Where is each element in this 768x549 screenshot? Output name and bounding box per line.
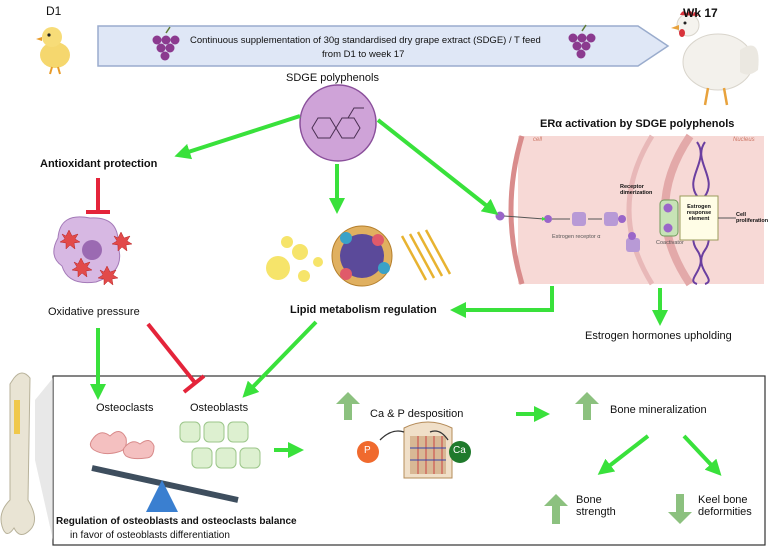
- up-arrow-strength: [544, 494, 568, 524]
- p-ion-icon: [357, 441, 379, 463]
- keel-label: Keel bone deformities: [698, 494, 752, 518]
- er-cell-panel: [495, 133, 764, 287]
- antioxidant-label: Antioxidant protection: [40, 158, 158, 170]
- coactivator-label: Coactivator: [656, 240, 684, 246]
- red-inhibition-marks: [86, 178, 206, 394]
- up-arrow-cap: [336, 392, 360, 420]
- banner-line-2: from D1 to week 17: [322, 49, 405, 60]
- osteoblasts-icon: [179, 421, 261, 469]
- strength-label: Bone strength: [576, 494, 616, 518]
- nucleus-label: Nucleus: [733, 137, 755, 143]
- balance-seesaw-icon: [91, 465, 239, 512]
- osteoblasts-label: Osteoblasts: [190, 402, 249, 414]
- down-arrow-keel: [668, 494, 692, 524]
- oxidative-cell-icon: [53, 216, 133, 286]
- start-label: D1: [46, 4, 62, 18]
- p-label: P: [364, 445, 371, 456]
- end-label: Wk 17: [683, 6, 718, 20]
- polyphenols-label: SDGE polyphenols: [286, 72, 379, 84]
- curved-arrow-right: [429, 430, 449, 441]
- er-title: ERα activation by SDGE polyphenols: [540, 118, 735, 130]
- lipid-droplets-icon: [266, 236, 323, 282]
- grapes-icon-left: [152, 26, 180, 61]
- lipid-label: Lipid metabolism regulation: [290, 304, 437, 316]
- mineralization-label: Bone mineralization: [610, 404, 707, 416]
- bone-zoom-wedge: [35, 378, 53, 540]
- up-arrow-mineralization: [575, 392, 599, 420]
- balance-title: Regulation of osteoblasts and osteoclast…: [56, 516, 297, 527]
- hen-icon: [671, 11, 759, 106]
- bone-section-icon: [403, 421, 453, 479]
- osteoclasts-icon: [89, 431, 155, 460]
- estrogen-receptor-label: Estrogen receptor α: [552, 234, 601, 240]
- cell-proliferation-label: Cell proliferation: [736, 212, 768, 224]
- phospholipids-icon: [400, 229, 452, 281]
- polyphenol-molecule-icon: [299, 84, 377, 162]
- bone-icon: [0, 372, 35, 535]
- grapes-icon-right: [568, 24, 596, 59]
- osteoclasts-label: Osteoclasts: [96, 402, 154, 414]
- ca-ion-icon: [449, 441, 471, 463]
- ca-p-label: Ca & P desposition: [370, 408, 464, 420]
- estrogen-upholding-label: Estrogen hormones upholding: [585, 330, 732, 342]
- timeline-banner: [97, 25, 670, 67]
- lipoprotein-icon: [331, 225, 393, 287]
- curved-arrow-left: [379, 430, 405, 441]
- oxidative-label: Oxidative pressure: [48, 306, 140, 318]
- cell-label: cell: [533, 137, 543, 143]
- green-arrows: [90, 114, 722, 476]
- balance-subtitle: in favor of osteoblasts differentiation: [70, 530, 230, 541]
- ca-label: Ca: [453, 445, 466, 456]
- receptor-dimerization-label: Receptor dimerization: [620, 184, 653, 196]
- response-element-label: Estrogen response element: [686, 204, 712, 222]
- banner-line-1: Continuous supplementation of 30g standa…: [190, 35, 541, 46]
- chick-icon: [36, 27, 70, 75]
